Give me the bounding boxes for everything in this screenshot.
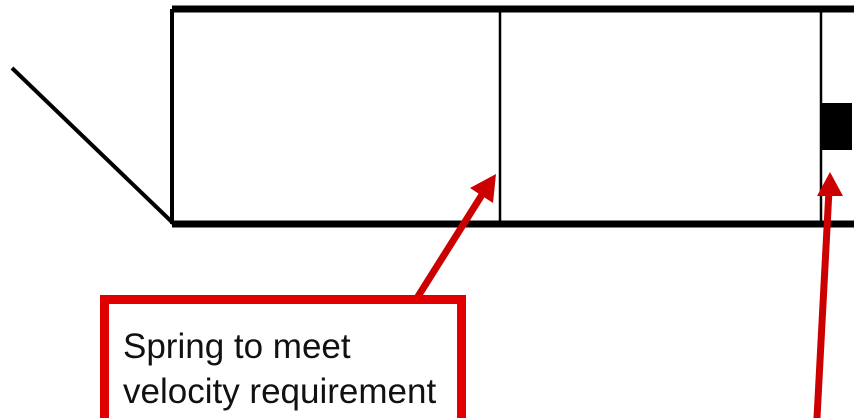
callout-box: Spring to meet velocity requirement [100, 295, 466, 418]
arrow-spring-shaft [413, 186, 489, 302]
arrow-spring-head [470, 174, 496, 203]
mass-block [822, 103, 852, 150]
callout-text: Spring to meet velocity requirement [123, 327, 437, 411]
lid-line [10, 66, 176, 226]
arrow-block-head [817, 172, 843, 196]
arrow-block-shaft [813, 186, 833, 418]
